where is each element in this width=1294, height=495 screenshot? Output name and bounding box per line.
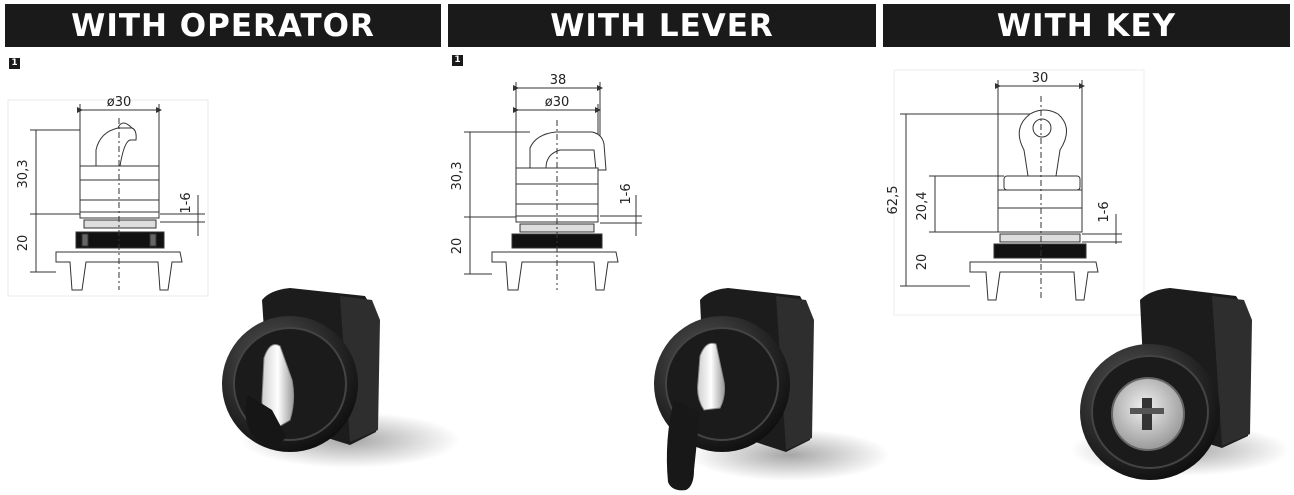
header-with-key: WITH KEY xyxy=(883,4,1290,47)
header-with-lever: WITH LEVER xyxy=(448,4,876,47)
dim-key-middle-height: 20,4 xyxy=(915,192,930,221)
dim-lever-bottom-height: 20 xyxy=(450,238,465,255)
dim-key-gap: 1-6 xyxy=(1097,201,1112,222)
operator-product-image xyxy=(222,288,460,468)
key-product-image xyxy=(1070,288,1290,480)
dim-key-bottom-height: 20 xyxy=(915,254,930,271)
header-title: WITH OPERATOR xyxy=(71,7,375,44)
dim-lever-top-height: 30,3 xyxy=(450,162,465,191)
dim-key-total-height: 62,5 xyxy=(886,186,901,215)
dim-operator-bottom-height: 20 xyxy=(16,235,31,252)
lever-product-image xyxy=(654,288,890,491)
figure-marker: 1 xyxy=(452,55,463,66)
key-drawing xyxy=(893,69,1145,316)
dim-operator-diameter: ø30 xyxy=(107,95,132,110)
lever-drawing xyxy=(464,82,642,291)
header-title: WITH LEVER xyxy=(550,7,774,44)
dim-operator-gap: 1-6 xyxy=(179,192,194,213)
dim-lever-diameter: ø30 xyxy=(545,95,570,110)
dim-lever-width: 38 xyxy=(550,73,567,88)
operator-drawing xyxy=(7,99,209,297)
figure-marker: 1 xyxy=(9,58,20,69)
header-title: WITH KEY xyxy=(996,7,1177,44)
dim-lever-gap: 1-6 xyxy=(619,183,634,204)
header-with-operator: WITH OPERATOR xyxy=(5,4,441,47)
dim-key-width: 30 xyxy=(1032,71,1049,86)
dim-operator-top-height: 30,3 xyxy=(16,160,31,189)
